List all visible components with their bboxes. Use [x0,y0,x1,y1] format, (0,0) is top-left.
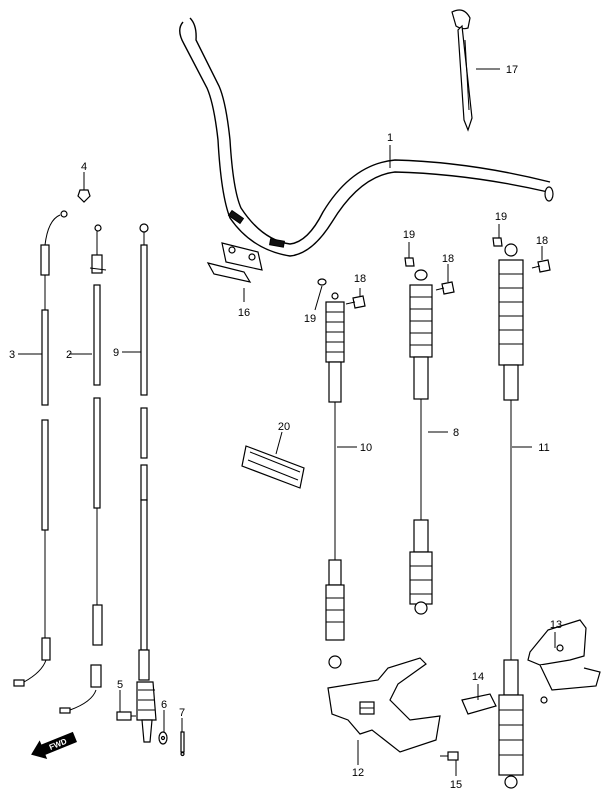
throttle-cable-2 [59,224,107,714]
callout-19-a: 19 [304,313,316,325]
handlebar-holder [206,242,263,283]
cable-clamp [451,9,473,132]
fwd-arrow-icon: FWD [31,731,77,759]
cable-11 [498,243,524,789]
rubber-strip [241,445,305,489]
callout-18-b: 18 [442,253,454,265]
callout-labels: 1 2 3 4 5 6 7 8 9 10 11 12 13 14 15 16 1… [9,64,562,791]
small-fasteners [77,189,185,757]
small-bracket [440,693,497,761]
throttle-cable [13,210,68,687]
leader-lines [18,68,556,776]
clutch-cable [325,292,345,669]
callout-19-c: 19 [495,211,507,223]
bolts-and-nuts [317,237,551,309]
callout-7: 7 [179,707,185,719]
callout-19-b: 19 [403,229,415,241]
callout-4: 4 [81,161,87,173]
callout-5: 5 [117,679,123,691]
callout-16: 16 [238,307,250,319]
cable-8 [409,269,433,615]
callout-6: 6 [161,699,167,711]
callout-9: 9 [113,347,119,359]
callout-2: 2 [66,349,72,361]
callout-14: 14 [472,671,484,683]
handlebar [179,17,554,257]
callout-10: 10 [360,442,372,454]
callout-3: 3 [9,349,15,361]
callout-17: 17 [506,64,518,76]
callout-11: 11 [538,442,549,454]
callout-20: 20 [278,421,290,433]
callout-12: 12 [352,767,364,779]
brake-cable [136,223,157,743]
callout-15: 15 [450,779,462,791]
cable-bracket [327,657,441,753]
callout-18-c: 18 [536,235,548,247]
callout-18-a: 18 [354,273,366,285]
callout-8: 8 [453,427,459,439]
callout-1: 1 [387,132,393,144]
callout-13: 13 [550,619,562,631]
lever-bracket [527,619,601,704]
